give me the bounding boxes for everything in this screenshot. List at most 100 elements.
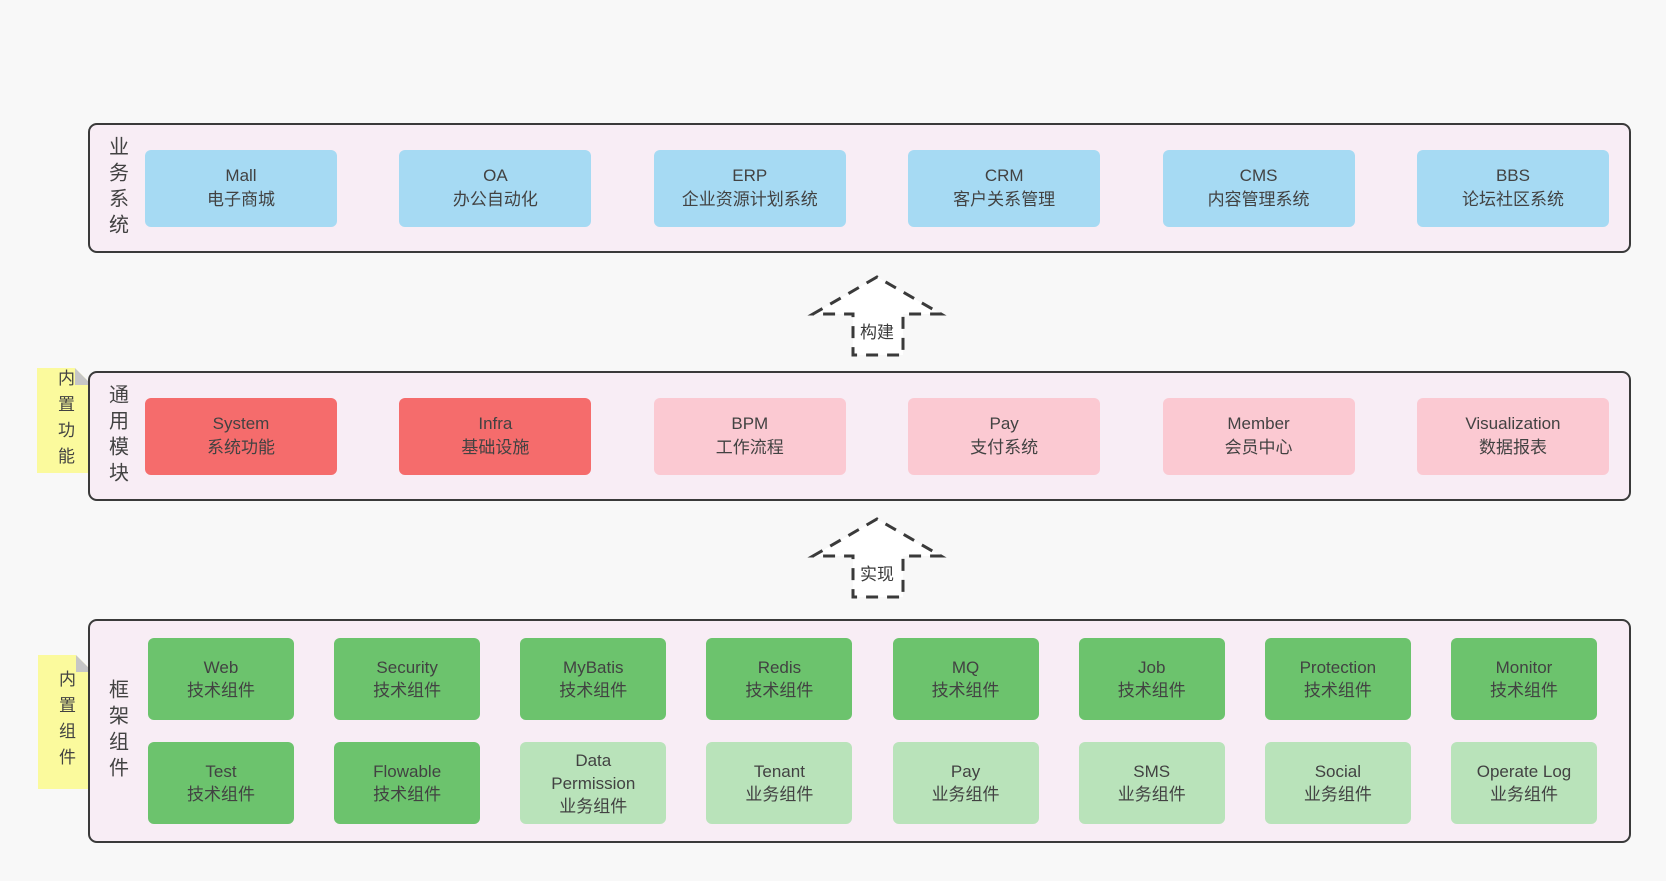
box-subtitle: 业务组件 bbox=[931, 785, 1000, 804]
sticky-note-built-in-features: 内置功能 bbox=[37, 368, 92, 473]
box-title: BPM bbox=[731, 414, 769, 433]
box-oa: OA 办公自动化 bbox=[399, 149, 592, 227]
box-title: Data Permission bbox=[551, 750, 636, 793]
box-member: Member 会员中心 bbox=[1162, 397, 1355, 475]
box-subtitle: 电子商城 bbox=[207, 190, 275, 209]
band-row: Mall 电子商城 OA 办公自动化 ERP 企业资源计划系统 CRM 客户关系管理 CMS 内容… bbox=[145, 149, 1609, 227]
box-title: SMS bbox=[1133, 762, 1171, 781]
box-title: Web bbox=[203, 658, 239, 677]
box-job: Job 技术组件 bbox=[1078, 638, 1225, 720]
box-operate-log: Operate Log 业务组件 bbox=[1450, 742, 1597, 824]
up-arrow-icon bbox=[807, 517, 947, 599]
arrow-label: 构建 bbox=[860, 323, 894, 342]
box-protection: Protection 技术组件 bbox=[1264, 638, 1411, 720]
box-flowable: Flowable 技术组件 bbox=[334, 742, 481, 824]
box-subtitle: 支付系统 bbox=[970, 438, 1039, 457]
box-pay: Pay 业务组件 bbox=[892, 742, 1039, 824]
box-title: Redis bbox=[757, 658, 802, 677]
box-title: BBS bbox=[1495, 166, 1530, 185]
box-subtitle: 办公自动化 bbox=[452, 190, 538, 209]
band-framework-components: 框架组件 Web 技术组件 Security 技术组件 MyBatis 技术组件 Redis… bbox=[88, 619, 1631, 843]
arrow-label: 实现 bbox=[860, 565, 894, 584]
box-subtitle: 企业资源计划系统 bbox=[681, 190, 818, 209]
box-subtitle: 论坛社区系统 bbox=[1461, 190, 1564, 209]
box-subtitle: 业务组件 bbox=[745, 785, 814, 804]
box-title: Infra bbox=[478, 414, 513, 433]
box-subtitle: 技术组件 bbox=[931, 681, 1000, 700]
box-mall: Mall 电子商城 bbox=[145, 149, 337, 227]
box-subtitle: 数据报表 bbox=[1478, 438, 1547, 457]
band-business-systems: 业务系统 Mall 电子商城 OA 办公自动化 ERP 企业资源计划系统 CRM 客户关系管理… bbox=[88, 123, 1631, 253]
band-label: 框架组件 bbox=[105, 679, 128, 783]
box-bpm: BPM 工作流程 bbox=[653, 397, 846, 475]
box-title: Operate Log bbox=[1476, 762, 1572, 781]
box-subtitle: 技术组件 bbox=[373, 785, 442, 804]
arrow-build: 构建 bbox=[807, 274, 947, 358]
box-title: CRM bbox=[984, 166, 1024, 185]
box-subtitle: 客户关系管理 bbox=[953, 190, 1056, 209]
box-subtitle: 技术组件 bbox=[559, 681, 628, 700]
box-title: Flowable bbox=[373, 762, 442, 781]
box-subtitle: 技术组件 bbox=[1117, 681, 1186, 700]
box-tenant: Tenant 业务组件 bbox=[706, 742, 853, 824]
box-subtitle: 技术组件 bbox=[373, 681, 442, 700]
box-subtitle: 系统功能 bbox=[207, 438, 275, 457]
box-title: Protection bbox=[1299, 658, 1377, 677]
up-arrow-icon bbox=[807, 275, 947, 357]
box-monitor: Monitor 技术组件 bbox=[1450, 638, 1597, 720]
box-subtitle: 会员中心 bbox=[1224, 438, 1293, 457]
box-title: Tenant bbox=[753, 762, 805, 781]
box-title: Mall bbox=[225, 166, 257, 185]
band-label: 通用模块 bbox=[105, 384, 128, 488]
box-title: System bbox=[212, 414, 270, 433]
box-title: CMS bbox=[1239, 166, 1278, 185]
arrow-implement: 实现 bbox=[807, 516, 947, 600]
box-title: Social bbox=[1314, 762, 1361, 781]
sticky-note-built-in-components: 内置组件 bbox=[38, 655, 93, 789]
sticky-note-label: 内置功能 bbox=[55, 368, 74, 473]
band-common-modules: 通用模块 System 系统功能 Infra 基础设施 BPM 工作流程 Pay 支付系统 Me… bbox=[88, 371, 1631, 501]
box-subtitle: 业务组件 bbox=[559, 796, 628, 816]
box-subtitle: 技术组件 bbox=[187, 785, 255, 804]
box-infra: Infra 基础设施 bbox=[399, 397, 592, 475]
box-subtitle: 技术组件 bbox=[1303, 681, 1372, 700]
box-subtitle: 工作流程 bbox=[715, 438, 784, 457]
box-bbs: BBS 论坛社区系统 bbox=[1416, 149, 1609, 227]
box-title: Visualization bbox=[1465, 414, 1561, 433]
box-crm: CRM 客户关系管理 bbox=[908, 149, 1101, 227]
box-title: Member bbox=[1227, 414, 1290, 433]
box-title: ERP bbox=[732, 166, 768, 185]
band-row: System 系统功能 Infra 基础设施 BPM 工作流程 Pay 支付系统 Member 会… bbox=[145, 397, 1609, 475]
box-title: Pay bbox=[950, 762, 981, 781]
band-label: 业务系统 bbox=[105, 136, 128, 240]
box-subtitle: 技术组件 bbox=[1489, 681, 1558, 700]
box-title: MyBatis bbox=[563, 658, 624, 677]
box-subtitle: 业务组件 bbox=[1117, 785, 1186, 804]
box-subtitle: 业务组件 bbox=[1489, 785, 1558, 804]
box-title: Job bbox=[1137, 658, 1166, 677]
box-subtitle: 技术组件 bbox=[187, 681, 255, 700]
box-subtitle: 基础设施 bbox=[461, 438, 530, 457]
box-title: Monitor bbox=[1495, 658, 1553, 677]
box-system: System 系统功能 bbox=[145, 397, 337, 475]
sticky-note-label: 内置组件 bbox=[56, 670, 75, 774]
box-subtitle: 内容管理系统 bbox=[1207, 190, 1310, 209]
band-rows: System 系统功能 Infra 基础设施 BPM 工作流程 Pay 支付系统 Member 会… bbox=[145, 373, 1609, 499]
box-visualization: Visualization 数据报表 bbox=[1416, 397, 1609, 475]
box-web: Web 技术组件 bbox=[148, 638, 294, 720]
box-cms: CMS 内容管理系统 bbox=[1162, 149, 1355, 227]
box-title: Security bbox=[376, 658, 438, 677]
box-erp: ERP 企业资源计划系统 bbox=[653, 149, 846, 227]
box-pay: Pay 支付系统 bbox=[908, 397, 1101, 475]
box-security: Security 技术组件 bbox=[334, 638, 481, 720]
box-subtitle: 业务组件 bbox=[1303, 785, 1372, 804]
box-title: Pay bbox=[989, 414, 1019, 433]
box-title: OA bbox=[483, 166, 508, 185]
